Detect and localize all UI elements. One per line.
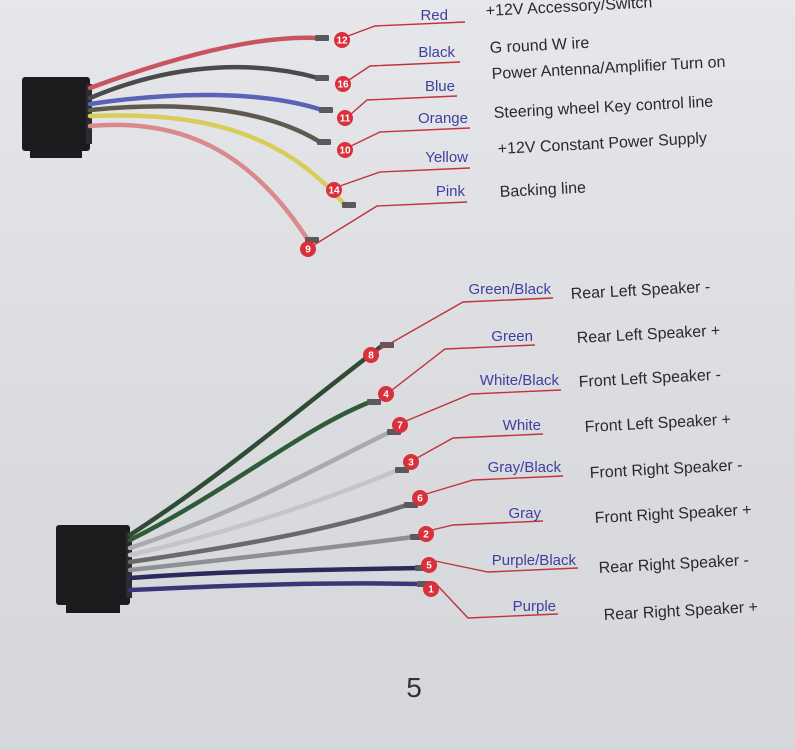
top-wire-0 bbox=[87, 35, 321, 91]
top-wire-2 bbox=[87, 92, 325, 113]
bottom-color-label-4: Gray/Black bbox=[488, 459, 562, 476]
bottom-pin-badge-2 bbox=[392, 417, 408, 433]
top-color-label-4: Yellow bbox=[425, 149, 468, 166]
top-function-label-1: G round W ire bbox=[489, 35, 589, 57]
bottom-function-label-6: Rear Right Speaker - bbox=[598, 552, 749, 577]
bottom-leader-3 bbox=[416, 433, 544, 459]
bottom-leader-1 bbox=[391, 344, 536, 391]
top-color-label-1: Black bbox=[418, 44, 455, 61]
top-pin-number-5: 9 bbox=[305, 245, 311, 256]
bottom-pin-number-1: 4 bbox=[383, 390, 389, 401]
top-pin-badge-1 bbox=[335, 76, 351, 92]
bottom-pin-number-6: 5 bbox=[426, 561, 432, 572]
top-color-label-2: Blue bbox=[425, 78, 455, 95]
top-wire-3 bbox=[87, 104, 323, 145]
bottom-pin-number-2: 7 bbox=[397, 421, 403, 432]
bottom-pin-badge-0 bbox=[363, 347, 379, 363]
top-pin-number-0: 12 bbox=[336, 36, 348, 47]
top-wire-1 bbox=[87, 64, 321, 101]
bottom-leader-0 bbox=[376, 297, 554, 352]
top-pin-badge-0 bbox=[334, 32, 350, 48]
top-connector bbox=[22, 77, 92, 158]
top-leader-3 bbox=[350, 127, 471, 147]
top-leader-4 bbox=[339, 167, 471, 187]
top-pin-badge-5 bbox=[300, 241, 316, 257]
top-pin-badge-4 bbox=[326, 182, 342, 198]
bottom-terminal-3 bbox=[395, 467, 409, 473]
page-number: 5 bbox=[406, 672, 422, 703]
bottom-function-label-4: Front Right Speaker - bbox=[589, 457, 743, 482]
bottom-leader-2 bbox=[405, 389, 562, 422]
bottom-wire-2 bbox=[127, 429, 393, 551]
bottom-leader-4 bbox=[425, 475, 564, 495]
top-leader-2 bbox=[350, 95, 458, 115]
bottom-pin-badge-6 bbox=[421, 557, 437, 573]
bottom-pin-number-5: 2 bbox=[423, 530, 429, 541]
bottom-pin-number-7: 1 bbox=[428, 585, 434, 596]
top-terminal-4 bbox=[342, 202, 356, 208]
top-pin-number-3: 10 bbox=[339, 146, 351, 157]
bottom-pin-badge-7 bbox=[423, 581, 439, 597]
top-leader-5 bbox=[313, 201, 468, 246]
bottom-wire-0 bbox=[127, 342, 386, 538]
top-function-label-2: Power Antenna/Amplifier Turn on bbox=[491, 54, 725, 83]
bottom-function-label-0: Rear Left Speaker - bbox=[570, 279, 710, 303]
top-pin-number-2: 11 bbox=[340, 114, 351, 125]
bottom-function-label-5: Front Right Speaker + bbox=[594, 502, 752, 527]
bottom-pin-badge-3 bbox=[403, 454, 419, 470]
bottom-leader-5 bbox=[431, 520, 544, 531]
bottom-leader-7 bbox=[436, 584, 559, 619]
top-function-label-3: Steering wheel Key control line bbox=[493, 94, 713, 122]
bottom-color-label-6: Purple/Black bbox=[492, 552, 577, 569]
top-color-label-0: Red bbox=[420, 7, 448, 24]
bottom-wire-3 bbox=[127, 467, 401, 558]
bottom-color-label-7: Purple bbox=[513, 598, 556, 615]
bottom-wire-7 bbox=[127, 581, 423, 593]
top-function-label-0: +12V Accessory/Switch bbox=[485, 0, 652, 20]
bottom-wire-6 bbox=[127, 565, 421, 581]
bottom-terminal-1 bbox=[367, 399, 381, 405]
top-pin-number-1: 16 bbox=[337, 80, 349, 91]
top-terminal-1 bbox=[315, 75, 329, 81]
top-pin-number-4: 14 bbox=[328, 186, 340, 197]
top-terminal-2 bbox=[319, 107, 333, 113]
bottom-function-label-7: Rear Right Speaker + bbox=[603, 599, 758, 624]
top-wire-5 bbox=[87, 122, 311, 243]
bottom-wire-5 bbox=[127, 534, 416, 573]
top-wire-4 bbox=[87, 113, 348, 208]
top-terminal-0 bbox=[315, 35, 329, 41]
top-pin-badge-3 bbox=[337, 142, 353, 158]
bottom-color-label-3: White bbox=[503, 417, 541, 434]
bottom-pin-badge-1 bbox=[378, 386, 394, 402]
top-pin-badge-2 bbox=[337, 110, 353, 126]
bottom-pin-badge-5 bbox=[418, 526, 434, 542]
bottom-wire-1 bbox=[127, 399, 373, 543]
bottom-function-label-1: Rear Left Speaker + bbox=[576, 323, 720, 347]
bottom-connector bbox=[56, 525, 132, 613]
bottom-color-label-0: Green/Black bbox=[468, 281, 551, 298]
bottom-color-label-5: Gray bbox=[508, 505, 541, 522]
bottom-pin-number-4: 6 bbox=[417, 494, 423, 505]
top-color-label-5: Pink bbox=[436, 183, 466, 200]
top-function-label-4: +12V Constant Power Supply bbox=[497, 130, 707, 158]
bottom-color-label-1: Green bbox=[491, 328, 533, 345]
bottom-function-label-3: Front Left Speaker + bbox=[584, 411, 731, 436]
bottom-leader-6 bbox=[434, 560, 579, 573]
bottom-color-label-2: White/Black bbox=[480, 372, 560, 389]
top-color-label-3: Orange bbox=[418, 110, 468, 127]
top-function-label-5: Backing line bbox=[499, 179, 586, 200]
top-terminal-3 bbox=[317, 139, 331, 145]
top-leader-0 bbox=[347, 21, 466, 37]
bottom-function-label-2: Front Left Speaker - bbox=[578, 367, 721, 391]
bottom-pin-number-3: 3 bbox=[408, 458, 414, 469]
bottom-pin-number-0: 8 bbox=[368, 351, 374, 362]
top-leader-1 bbox=[348, 61, 461, 81]
bottom-pin-badge-4 bbox=[412, 490, 428, 506]
bottom-wire-4 bbox=[127, 502, 410, 565]
